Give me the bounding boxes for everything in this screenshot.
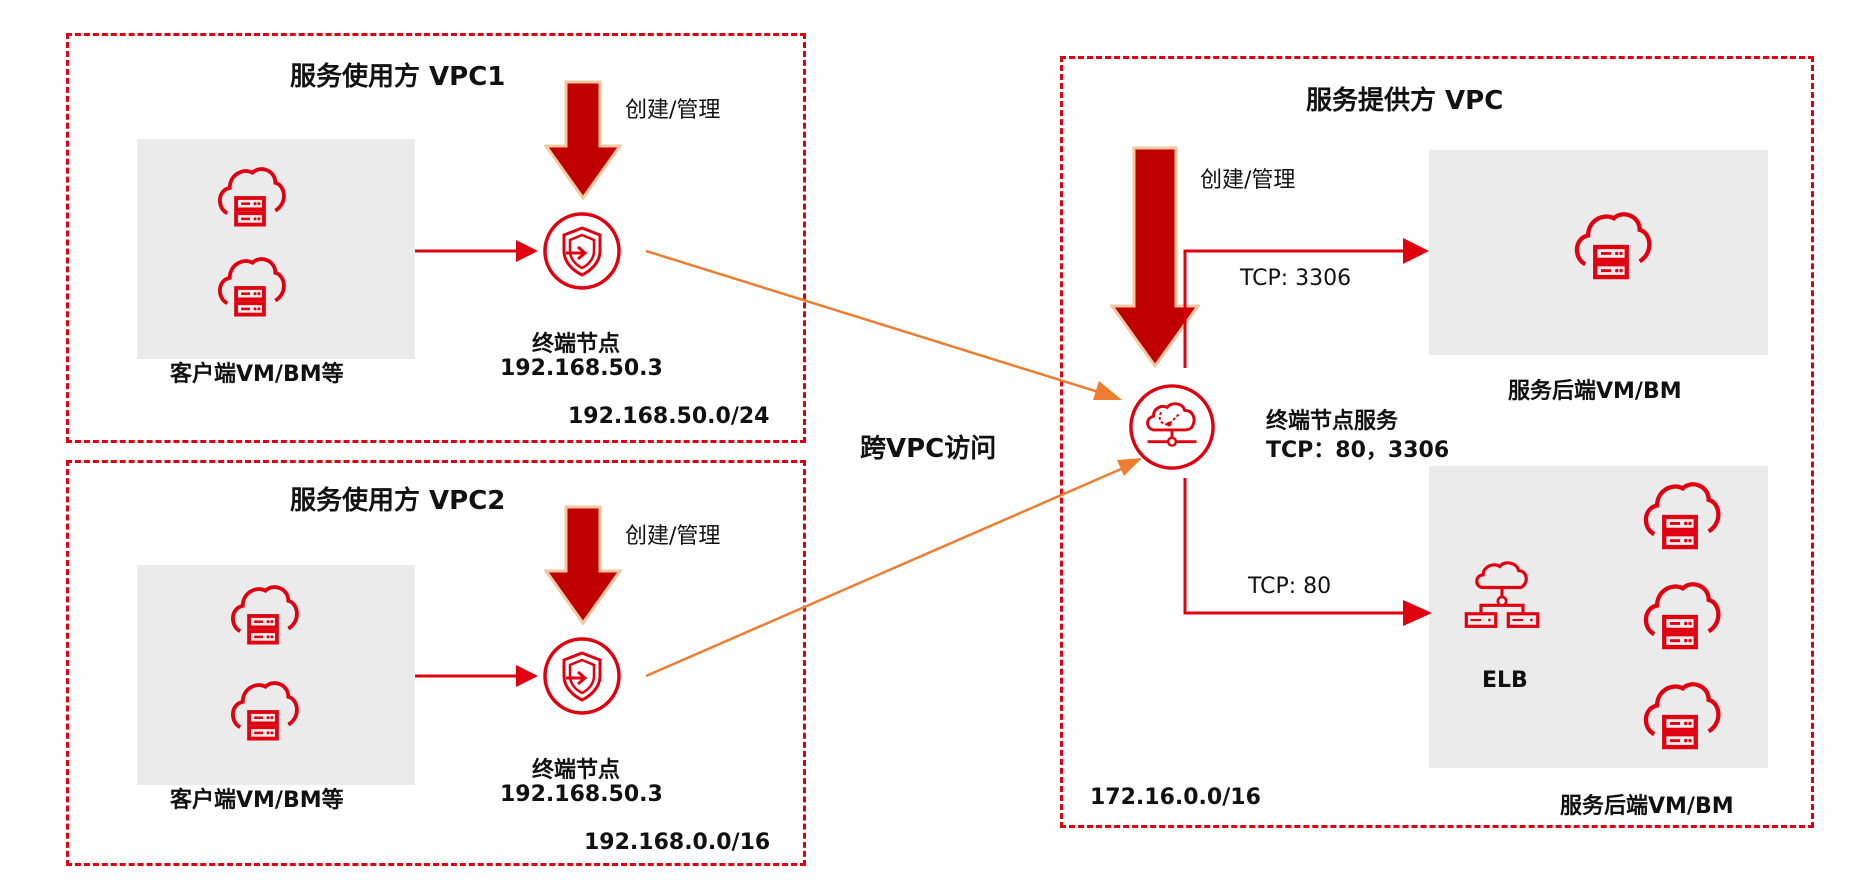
arrowhead: [1117, 458, 1142, 476]
consumer-vpc1-cidr: 192.168.50.0/24: [568, 404, 770, 429]
route-label-3306: TCP: 3306: [1240, 266, 1352, 291]
down-arrow-icon: [544, 505, 622, 625]
consumer-vpc1-client-label: 客户端VM/BM等: [170, 362, 344, 387]
consumer-vpc2-manage-label: 创建/管理: [625, 524, 721, 549]
consumer-vpc1-title: 服务使用方 VPC1: [290, 62, 506, 92]
provider-vpc-cidr: 172.16.0.0/16: [1090, 785, 1261, 810]
consumer-vpc2-client-panel: [137, 565, 415, 785]
elb-label: ELB: [1482, 668, 1528, 693]
consumer-vpc2-endpoint-ip: 192.168.50.3: [500, 782, 663, 807]
consumer-vpc1-client-panel: [137, 139, 415, 359]
endpoint-service-name: 终端节点服务: [1266, 409, 1399, 434]
consumer-vpc1-endpoint-name: 终端节点: [532, 332, 621, 357]
consumer-vpc1-boundary: [66, 33, 806, 443]
route-3306-line: [1183, 249, 1405, 368]
provider-vpc-title: 服务提供方 VPC: [1306, 86, 1504, 116]
arrowhead: [1403, 238, 1429, 264]
consumer-vpc1-endpoint-ip: 192.168.50.3: [500, 356, 663, 381]
route-label-80: TCP: 80: [1248, 574, 1332, 599]
backend1-panel: [1429, 150, 1768, 355]
consumer-vpc1-manage-label: 创建/管理: [625, 98, 721, 123]
backend2-panel: [1429, 466, 1768, 768]
backend2-label: 服务后端VM/BM: [1560, 794, 1734, 819]
route-80-line: [1183, 478, 1405, 615]
cross-vpc-link-1: [645, 249, 1109, 397]
endpoint-service-ports: TCP：80，3306: [1266, 438, 1450, 463]
down-arrow-icon: [1110, 146, 1200, 368]
arrowhead: [516, 240, 538, 262]
provider-vpc-boundary: [1060, 56, 1814, 828]
consumer-vpc2-title: 服务使用方 VPC2: [290, 486, 506, 516]
consumer-vpc2-client-label: 客户端VM/BM等: [170, 788, 344, 813]
arrowhead: [1093, 381, 1122, 400]
consumer-vpc2-boundary: [66, 460, 806, 866]
consumer-vpc2-endpoint-name: 终端节点: [532, 758, 621, 783]
arrowhead: [516, 665, 538, 687]
cross-vpc-label: 跨VPC访问: [860, 434, 997, 464]
cross-vpc-link-2: [645, 464, 1129, 678]
arrowhead: [1403, 600, 1432, 626]
consumer-vpc2-cidr: 192.168.0.0/16: [584, 830, 771, 855]
down-arrow-icon: [544, 80, 622, 200]
backend1-label: 服务后端VM/BM: [1508, 379, 1682, 404]
provider-vpc-manage-label: 创建/管理: [1200, 168, 1296, 193]
